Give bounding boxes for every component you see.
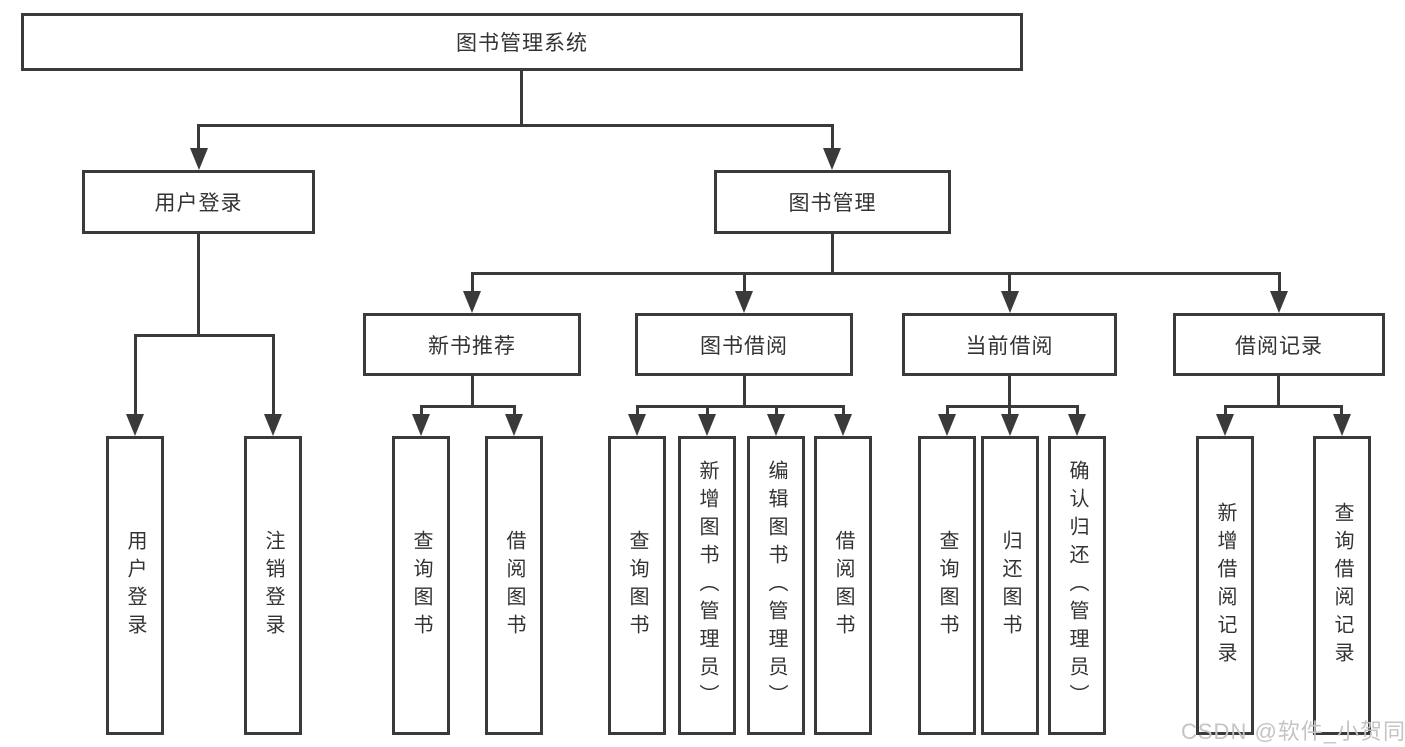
connector-bookmgmt-hline bbox=[471, 272, 1281, 275]
connector-br-stub-2 bbox=[1340, 405, 1343, 418]
node-book-borrow-label: 图书借阅 bbox=[700, 334, 788, 358]
connector-userlogin-vline bbox=[197, 234, 200, 337]
arrow-to-nb-borrow bbox=[505, 414, 523, 436]
leaf-br-add-record-label: 新增借阅记录 bbox=[1214, 501, 1236, 670]
arrow-to-book-borrow bbox=[735, 291, 753, 313]
node-current-borrow-label: 当前借阅 bbox=[965, 334, 1054, 358]
leaf-user-login: 用户登录 bbox=[106, 436, 164, 735]
connector-userlogin-stub-right bbox=[272, 334, 275, 418]
arrow-to-bb-borrow bbox=[834, 414, 852, 436]
connector-bookmgmt-stub-3 bbox=[1008, 272, 1011, 296]
connector-bookmgmt-stub-4 bbox=[1278, 272, 1281, 296]
connector-br-hline bbox=[1224, 405, 1343, 408]
arrow-to-user-login bbox=[190, 148, 208, 170]
connector-cb-stub-3 bbox=[1076, 405, 1079, 418]
node-book-mgmt: 图书管理 bbox=[714, 170, 951, 234]
node-new-book-rec: 新书推荐 bbox=[363, 313, 581, 376]
leaf-bb-query-books: 查询图书 bbox=[608, 436, 666, 735]
leaf-logout: 注销登录 bbox=[244, 436, 302, 735]
arrow-to-book-mgmt bbox=[823, 148, 841, 170]
connector-br-vline bbox=[1277, 376, 1280, 408]
arrow-to-bb-edit bbox=[767, 414, 785, 436]
leaf-bb-add-books-admin-label: 新增图书（管理员） bbox=[696, 459, 718, 712]
connector-cb-vline bbox=[1008, 376, 1011, 408]
leaf-nb-borrow-books-label: 借阅图书 bbox=[503, 529, 525, 642]
leaf-nb-query-books: 查询图书 bbox=[392, 436, 450, 735]
leaf-cb-confirm-return-admin-label: 确认归还（管理员） bbox=[1066, 459, 1088, 712]
leaf-cb-return-books: 归还图书 bbox=[981, 436, 1039, 735]
arrow-to-borrow-record bbox=[1270, 291, 1288, 313]
node-borrow-record-label: 借阅记录 bbox=[1235, 334, 1323, 358]
arrow-to-current-borrow bbox=[1001, 291, 1019, 313]
connector-bb-stub-4 bbox=[842, 405, 845, 418]
connector-bookmgmt-vline bbox=[831, 234, 834, 275]
node-borrow-record: 借阅记录 bbox=[1173, 313, 1385, 376]
leaf-bb-borrow-books: 借阅图书 bbox=[814, 436, 872, 735]
arrow-to-cb-query bbox=[938, 414, 956, 436]
arrow-to-br-query bbox=[1333, 414, 1351, 436]
connector-userlogin-hline bbox=[134, 334, 275, 337]
leaf-bb-add-books-admin: 新增图书（管理员） bbox=[678, 436, 736, 735]
leaf-bb-query-books-label: 查询图书 bbox=[626, 529, 648, 642]
arrow-to-nb-query bbox=[412, 414, 430, 436]
connector-cb-stub-2 bbox=[1008, 405, 1011, 418]
arrow-to-bb-add bbox=[698, 414, 716, 436]
leaf-bb-borrow-books-label: 借阅图书 bbox=[832, 529, 854, 642]
leaf-br-query-record-label: 查询借阅记录 bbox=[1331, 501, 1353, 670]
node-user-login-label: 用户登录 bbox=[154, 192, 243, 215]
arrow-to-leaf-logout bbox=[264, 414, 282, 436]
node-library-system: 图书管理系统 bbox=[21, 13, 1023, 71]
leaf-user-login-label: 用户登录 bbox=[124, 529, 146, 642]
connector-root-vline bbox=[520, 68, 523, 127]
node-user-login: 用户登录 bbox=[82, 170, 315, 234]
leaf-cb-confirm-return-admin: 确认归还（管理员） bbox=[1048, 436, 1106, 735]
leaf-cb-return-books-label: 归还图书 bbox=[999, 529, 1021, 642]
connector-bb-stub-1 bbox=[636, 405, 639, 418]
leaf-br-add-record: 新增借阅记录 bbox=[1196, 436, 1254, 735]
node-book-borrow: 图书借阅 bbox=[635, 313, 853, 376]
connector-userlogin-stub-left bbox=[134, 334, 137, 418]
connector-cb-hline bbox=[946, 405, 1079, 408]
csdn-watermark: CSDN @软件_小贺同学 bbox=[1181, 719, 1405, 744]
arrow-to-cb-confirm bbox=[1068, 414, 1086, 436]
connector-bookmgmt-stub-1 bbox=[471, 272, 474, 296]
connector-root-stub-left bbox=[197, 124, 200, 152]
leaf-nb-borrow-books: 借阅图书 bbox=[485, 436, 543, 735]
connector-cb-stub-1 bbox=[946, 405, 949, 418]
connector-br-stub-1 bbox=[1224, 405, 1227, 418]
node-library-system-label: 图书管理系统 bbox=[456, 32, 588, 55]
arrow-to-leaf-user-login bbox=[126, 414, 144, 436]
connector-bb-stub-2 bbox=[706, 405, 709, 418]
connector-nbr-stub-1 bbox=[420, 405, 423, 418]
arrow-to-cb-return bbox=[1001, 414, 1019, 436]
leaf-cb-query-books-label: 查询图书 bbox=[936, 529, 958, 642]
connector-root-stub-right bbox=[831, 124, 834, 152]
connector-bb-stub-3 bbox=[775, 405, 778, 418]
node-book-mgmt-label: 图书管理 bbox=[788, 192, 877, 215]
connector-nbr-vline bbox=[471, 376, 474, 408]
leaf-br-query-record: 查询借阅记录 bbox=[1313, 436, 1371, 735]
connector-bookmgmt-stub-2 bbox=[743, 272, 746, 296]
connector-nbr-stub-2 bbox=[513, 405, 516, 418]
arrow-to-new-book-rec bbox=[463, 291, 481, 313]
connector-bb-vline bbox=[743, 376, 746, 408]
leaf-cb-query-books: 查询图书 bbox=[918, 436, 976, 735]
leaf-bb-edit-books-admin: 编辑图书（管理员） bbox=[747, 436, 805, 735]
node-new-book-rec-label: 新书推荐 bbox=[428, 334, 516, 358]
connector-root-hline bbox=[197, 124, 834, 127]
arrow-to-bb-query bbox=[628, 414, 646, 436]
leaf-logout-label: 注销登录 bbox=[262, 529, 284, 642]
leaf-nb-query-books-label: 查询图书 bbox=[410, 529, 432, 642]
arrow-to-br-add bbox=[1216, 414, 1234, 436]
node-current-borrow: 当前借阅 bbox=[902, 313, 1117, 376]
leaf-bb-edit-books-admin-label: 编辑图书（管理员） bbox=[765, 459, 787, 712]
connector-nbr-hline bbox=[420, 405, 516, 408]
connector-bb-hline bbox=[636, 405, 845, 408]
